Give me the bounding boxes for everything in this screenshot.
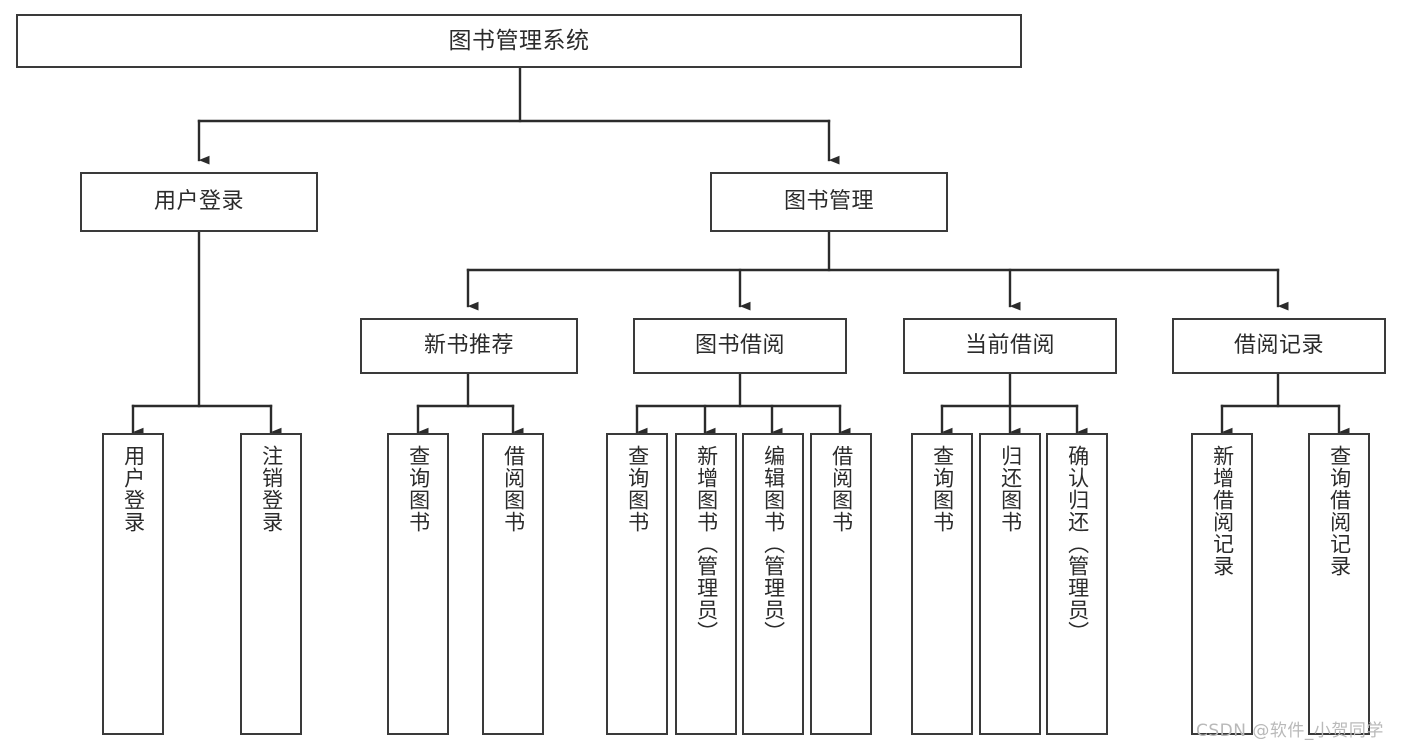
node-label: 借阅记录 [1233,333,1324,359]
leaf-query-book-current[interactable]: 查询图书 [911,433,973,735]
leaf-user-login[interactable]: 用户登录 [102,433,164,735]
node-current-borrow[interactable]: 当前借阅 [903,318,1117,374]
leaf-logout[interactable]: 注销登录 [240,433,302,735]
node-label: 归还图书 [998,445,1023,533]
node-label: 查询图书 [406,445,431,533]
node-label: 借阅图书 [829,445,854,533]
node-book-management[interactable]: 图书管理 [710,172,948,232]
node-label: 注销登录 [259,445,284,533]
node-borrow-record[interactable]: 借阅记录 [1172,318,1386,374]
node-label: 用户登录 [121,445,146,533]
node-label: 新增借阅记录 [1210,445,1235,577]
leaf-query-borrow-record[interactable]: 查询借阅记录 [1308,433,1370,735]
leaf-return-book[interactable]: 归还图书 [979,433,1041,735]
node-user-login[interactable]: 用户登录 [80,172,318,232]
node-label: 借阅图书 [501,445,526,533]
node-label: 当前借阅 [964,333,1055,359]
leaf-add-borrow-record[interactable]: 新增借阅记录 [1191,433,1253,735]
node-label: 图书借阅 [694,333,785,359]
node-label: 查询图书 [625,445,650,533]
leaf-borrow-book-recommend[interactable]: 借阅图书 [482,433,544,735]
node-label: 图书管理系统 [448,27,590,54]
watermark-text: CSDN @软件_小贺同学 [1196,721,1384,741]
node-label: 图书管理 [783,189,874,215]
leaf-edit-book-admin[interactable]: 编辑图书（管理员） [742,433,804,735]
node-label: 查询借阅记录 [1327,445,1352,577]
node-label: 用户登录 [153,189,244,215]
node-label: 确认归还（管理员） [1065,445,1090,643]
node-label: 新书推荐 [423,333,514,359]
leaf-borrow-book[interactable]: 借阅图书 [810,433,872,735]
node-label: 编辑图书（管理员） [761,445,786,643]
node-book-borrow[interactable]: 图书借阅 [633,318,847,374]
node-label: 查询图书 [930,445,955,533]
leaf-query-book-recommend[interactable]: 查询图书 [387,433,449,735]
node-label: 新增图书（管理员） [694,445,719,643]
node-root-system[interactable]: 图书管理系统 [16,14,1022,68]
leaf-confirm-return-admin[interactable]: 确认归还（管理员） [1046,433,1108,735]
leaf-query-book-borrow[interactable]: 查询图书 [606,433,668,735]
node-new-book-recommend[interactable]: 新书推荐 [360,318,578,374]
leaf-add-book-admin[interactable]: 新增图书（管理员） [675,433,737,735]
